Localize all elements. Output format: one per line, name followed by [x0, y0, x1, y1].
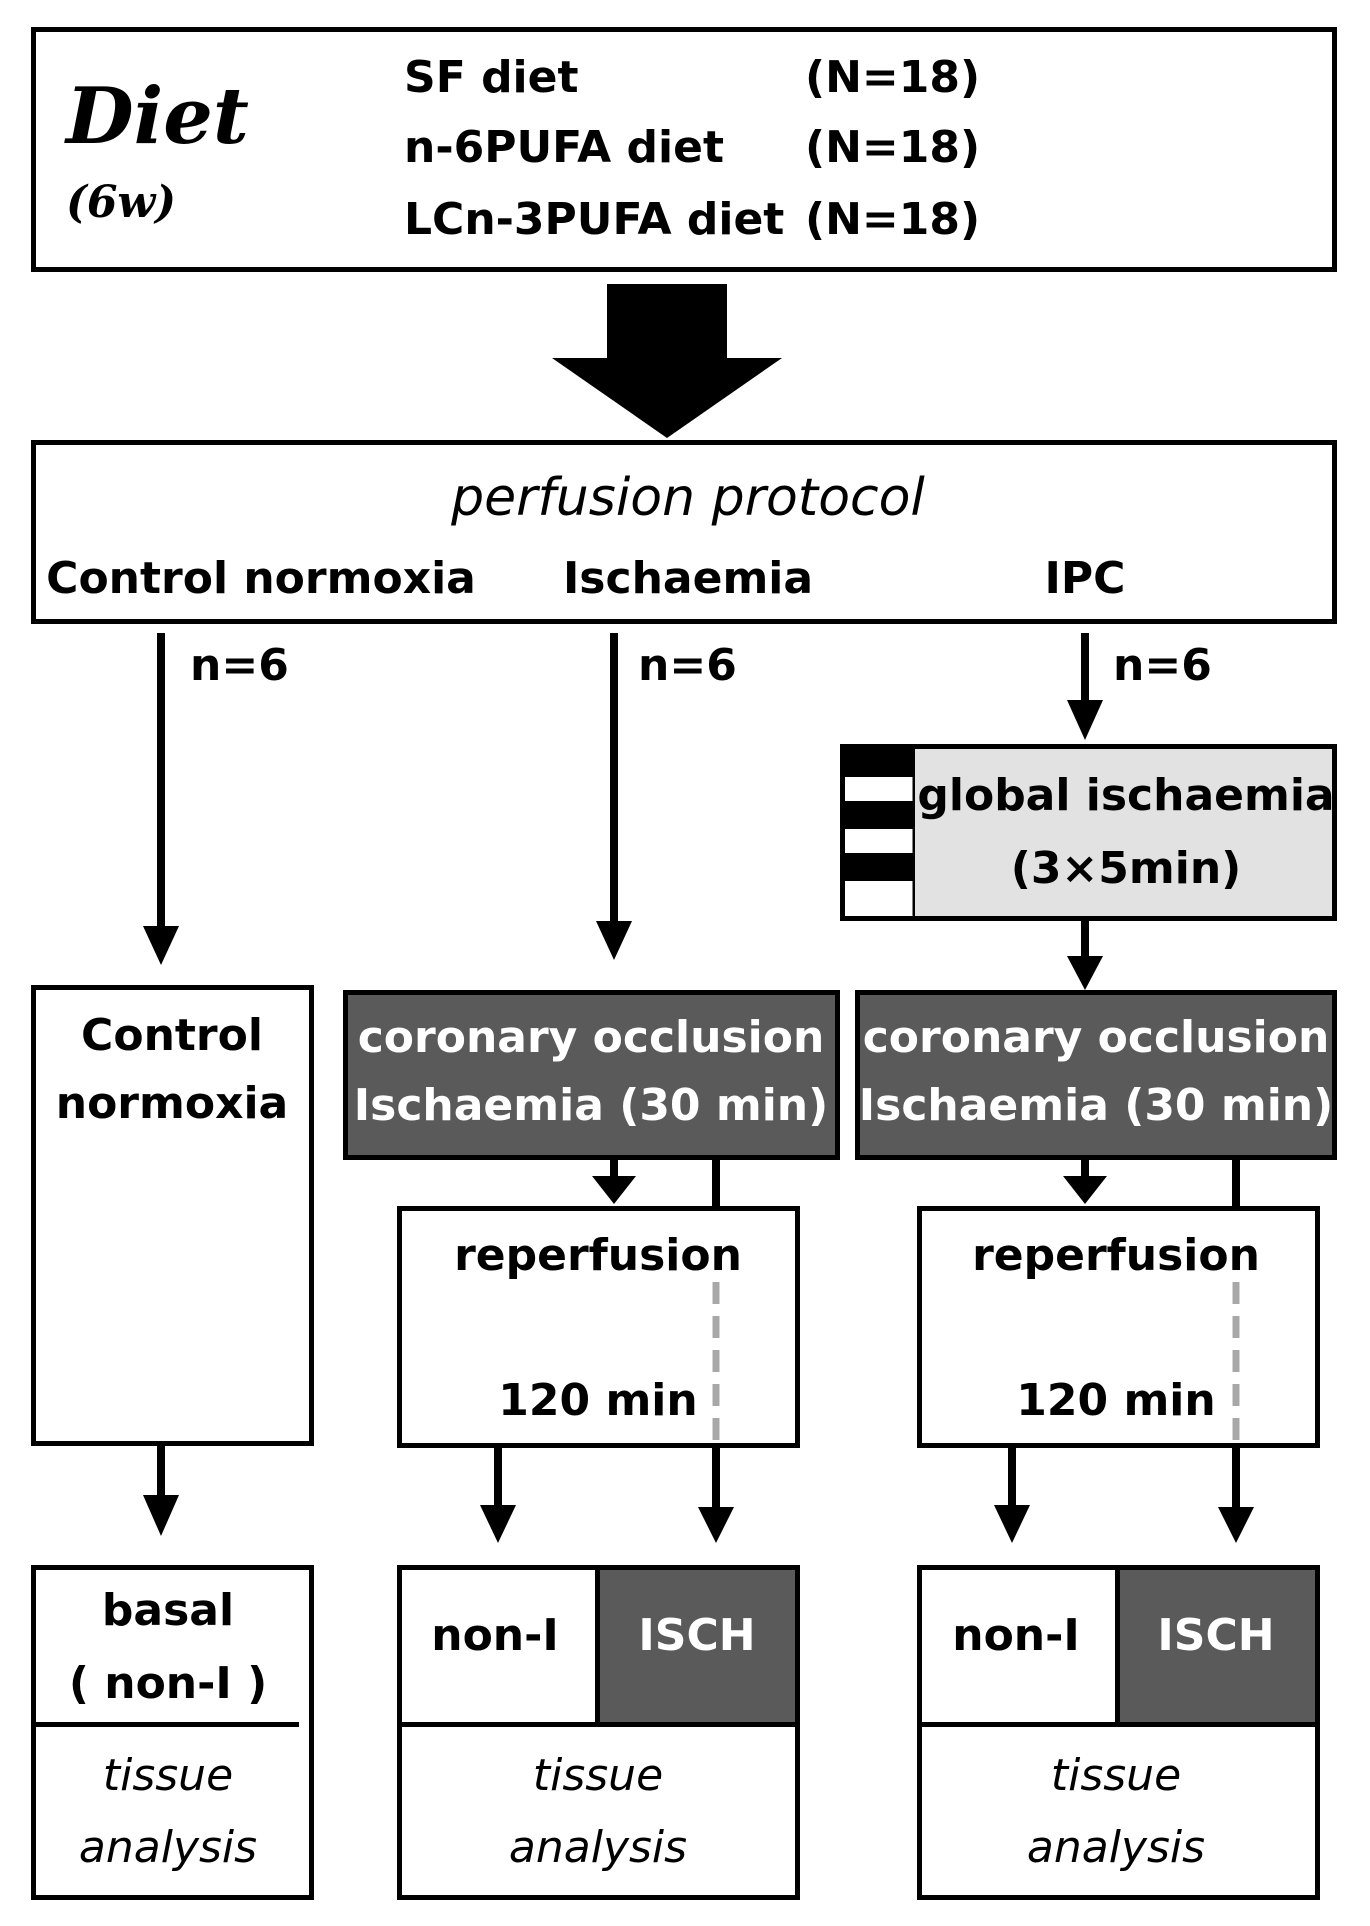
ipc-nonI-label: non-I [952, 1610, 1080, 1661]
n-label-ischaemia: n=6 [638, 640, 737, 691]
arrow-ischaemia-isch-head [698, 1507, 734, 1543]
arrow-ipc-head [1067, 700, 1103, 740]
basal-box [31, 1565, 314, 1900]
branch-label-ipc: IPC [1044, 553, 1126, 604]
diet-box [31, 27, 1337, 272]
diet-title: Diet [66, 71, 249, 162]
basal-line-2: ( non-I ) [68, 1658, 268, 1709]
ischaemia-tissue-line-1: tissue [532, 1750, 664, 1801]
diet-group-label-3: LCn-3PUFA diet [404, 194, 785, 245]
diet-group-n-1: (N=18) [805, 52, 981, 103]
reperfusion-box-ipc [917, 1206, 1320, 1448]
ischaemia-cell-divider-v [595, 1570, 600, 1725]
occlusion-box-ipc [855, 990, 1337, 1160]
ipc-tissue-line-2: analysis [1026, 1822, 1206, 1873]
ipc-isch-label: ISCH [1157, 1610, 1275, 1661]
reperfusion-ipc-label: reperfusion [972, 1230, 1260, 1281]
ipc-pretreat-line-2: (3×5min) [1010, 843, 1242, 894]
basal-divider [36, 1722, 299, 1727]
occlusion-box-ischaemia [343, 990, 840, 1160]
reperfusion-ischaemia-label: reperfusion [454, 1230, 742, 1281]
diet-group-n-2: (N=18) [805, 122, 981, 173]
diet-group-label-2: n-6PUFA diet [404, 122, 725, 173]
arrow-ischaemia-head [596, 921, 632, 960]
protocol-title: perfusion protocol [451, 468, 925, 528]
ischaemia-isch-cell [598, 1570, 795, 1722]
reperfusion-ipc-duration: 120 min [1016, 1375, 1216, 1426]
ipc-cell-divider-h [922, 1722, 1315, 1727]
branch-label-control: Control normoxia [46, 553, 476, 604]
perfusion-protocol-box [31, 440, 1337, 624]
branch-label-ischaemia: Ischaemia [562, 553, 814, 604]
ischaemia-nonI-label: non-I [431, 1610, 559, 1661]
ipc-isch-cell [1118, 1570, 1315, 1722]
arrow-ischaemia-occl-to-reperf-head [592, 1176, 636, 1204]
ipc-global-ischaemia-box [840, 744, 1337, 921]
control-normoxia-box [31, 985, 314, 1446]
ipc-cell-divider-v [1115, 1570, 1120, 1725]
ischaemia-tissue-line-2: analysis [508, 1822, 688, 1873]
ipc-tissue-line-1: tissue [1050, 1750, 1182, 1801]
basal-tissue-line-2: analysis [78, 1822, 258, 1873]
occlusion-ischaemia-line-2: Ischaemia (30 min) [353, 1080, 829, 1131]
n-label-control: n=6 [190, 640, 289, 691]
occlusion-ipc-line-2: Ischaemia (30 min) [858, 1080, 1334, 1131]
n-label-ipc: n=6 [1113, 640, 1212, 691]
ischaemia-stripe-pattern [845, 749, 915, 916]
arrow-control-to-basal-head [143, 1495, 179, 1536]
occlusion-ipc-line-1: coronary occlusion [862, 1012, 1330, 1063]
arrow-ipc-to-occlusion-head [1067, 956, 1103, 990]
control-line-2: normoxia [55, 1078, 289, 1129]
arrow-ischaemia-nonI-head [480, 1505, 516, 1543]
arrow-ipc-isch-head [1218, 1507, 1254, 1543]
basal-tissue-line-1: tissue [102, 1750, 234, 1801]
control-line-1: Control [81, 1010, 263, 1061]
basal-line-1: basal [101, 1585, 235, 1636]
arrow-control-head [143, 926, 179, 965]
ischaemia-cell-divider-h [402, 1722, 795, 1727]
diet-group-label-1: SF diet [404, 52, 579, 103]
big-down-arrow [552, 284, 782, 438]
diet-group-n-3: (N=18) [805, 194, 981, 245]
reperfusion-box-ischaemia [397, 1206, 800, 1448]
ipc-pretreat-line-1: global ischaemia [917, 770, 1335, 821]
ischaemia-isch-label: ISCH [638, 1610, 756, 1661]
arrow-ipc-nonI-head [994, 1505, 1030, 1543]
occlusion-ischaemia-line-1: coronary occlusion [357, 1012, 825, 1063]
reperfusion-ischaemia-duration: 120 min [498, 1375, 698, 1426]
diet-duration: (6w) [66, 177, 177, 228]
arrow-ipc-occl-to-reperf-head [1063, 1176, 1107, 1204]
